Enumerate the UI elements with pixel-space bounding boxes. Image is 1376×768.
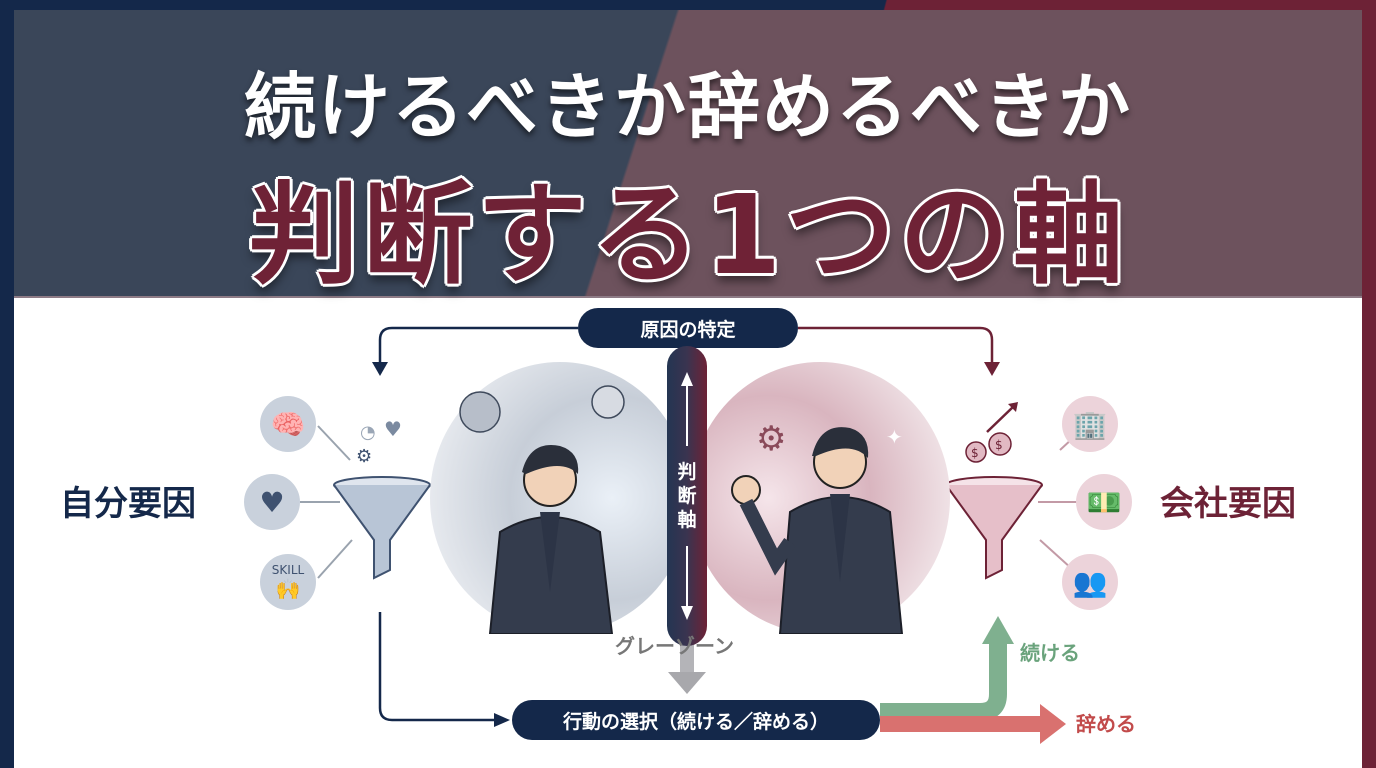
svg-text:⚙: ⚙ [756, 419, 786, 459]
svg-text:$: $ [995, 438, 1003, 452]
gray-zone-label: グレーゾーン [615, 634, 734, 658]
svg-text:♥: ♥ [384, 417, 402, 441]
money-bill-icon: 💵 [1076, 474, 1132, 530]
funnel-right-icon [945, 476, 1043, 580]
judgment-axis-bar [667, 346, 707, 646]
svg-text:$: $ [971, 446, 979, 460]
title-banner: 続けるべきか辞めるべきか 判断する1つの軸 [14, 10, 1362, 299]
svg-text:◔: ◔ [360, 422, 376, 443]
team-icon: 👥 [1062, 554, 1118, 610]
judgment-axis-label: 判断軸 [677, 461, 697, 531]
worried-businessman-illustration [430, 362, 690, 635]
heart-icon: ♥ [244, 474, 300, 530]
self-factors-label: 自分要因 [60, 484, 196, 524]
company-factors-label: 会社要因 [1160, 484, 1296, 524]
title-line-2: 判断する1つの軸 [248, 171, 1128, 299]
quit-label: 辞める [1076, 712, 1136, 736]
building-icon: 🏢 [1062, 396, 1118, 452]
funnel-left-icon [333, 476, 431, 580]
svg-text:⚙: ⚙ [356, 446, 372, 467]
brain-icon: 🧠 [260, 396, 316, 452]
skill-person-icon: SKILL🙌 [260, 554, 316, 610]
title-line-1: 続けるべきか辞めるべきか [243, 65, 1132, 149]
confident-businessman-illustration: ⚙ ✦ [690, 362, 950, 635]
svg-text:✦: ✦ [886, 425, 903, 449]
continue-label: 続ける [1020, 641, 1080, 665]
step-choose-action: 行動の選択（続ける／辞める） [512, 700, 880, 740]
step-identify-cause: 原因の特定 [578, 308, 798, 348]
